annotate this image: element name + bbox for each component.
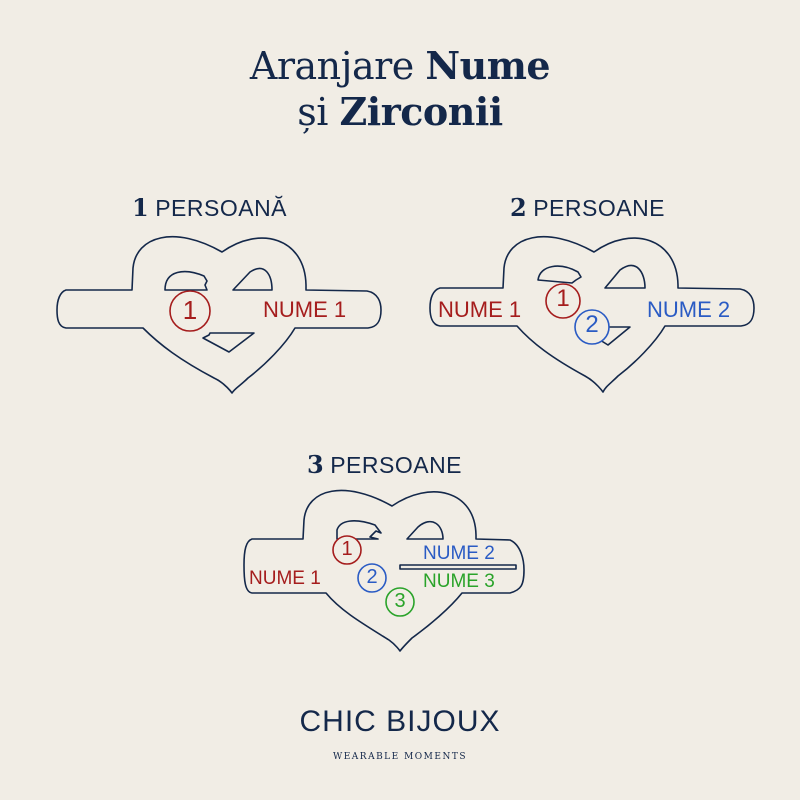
heart-outline-icon xyxy=(56,236,382,394)
name-label-1: NUME 1 xyxy=(438,297,522,322)
stone-1 xyxy=(332,535,362,565)
name-label-1: NUME 1 xyxy=(263,297,347,322)
title-bold-text: Zirconii xyxy=(339,89,504,134)
heart-outline-icon xyxy=(243,489,525,652)
stone-3 xyxy=(385,587,415,617)
title-regular-text: Aranjare xyxy=(249,44,426,88)
stone-1 xyxy=(169,290,211,332)
section-number: 3 xyxy=(307,450,325,479)
page-title-line-2: și Zirconii xyxy=(0,88,800,136)
stone-1 xyxy=(545,283,581,319)
section-number: 2 xyxy=(510,193,528,222)
stone-number-1: 1 xyxy=(341,538,353,560)
title-bold-text: Nume xyxy=(425,43,551,88)
section-label-text: PERSOANE xyxy=(330,452,463,478)
stone-number-1: 1 xyxy=(556,285,570,312)
name-label-2: NUME 2 xyxy=(647,297,731,322)
stone-2 xyxy=(357,563,387,593)
section-label-text: PERSOANĂ xyxy=(155,195,288,221)
section-number: 1 xyxy=(132,193,150,222)
name-label-3: NUME 3 xyxy=(423,571,495,592)
page-title-line-1: Aranjare Nume xyxy=(0,42,800,90)
stone-number-3: 3 xyxy=(394,590,406,612)
brand-logo: CHIC BIJOUX xyxy=(299,705,501,738)
section-label-text: PERSOANE xyxy=(533,195,666,221)
stone-number-1: 1 xyxy=(182,295,198,325)
title-regular-text: și xyxy=(297,90,340,134)
stone-number-2: 2 xyxy=(585,311,599,338)
heart-outline-icon xyxy=(429,236,755,393)
name-label-1: NUME 1 xyxy=(249,568,321,589)
brand-tagline: WEARABLE MOMENTS xyxy=(332,752,468,762)
stone-2 xyxy=(574,309,610,345)
name-label-2: NUME 2 xyxy=(423,543,495,564)
stone-number-2: 2 xyxy=(366,566,378,588)
name-divider xyxy=(399,564,517,570)
